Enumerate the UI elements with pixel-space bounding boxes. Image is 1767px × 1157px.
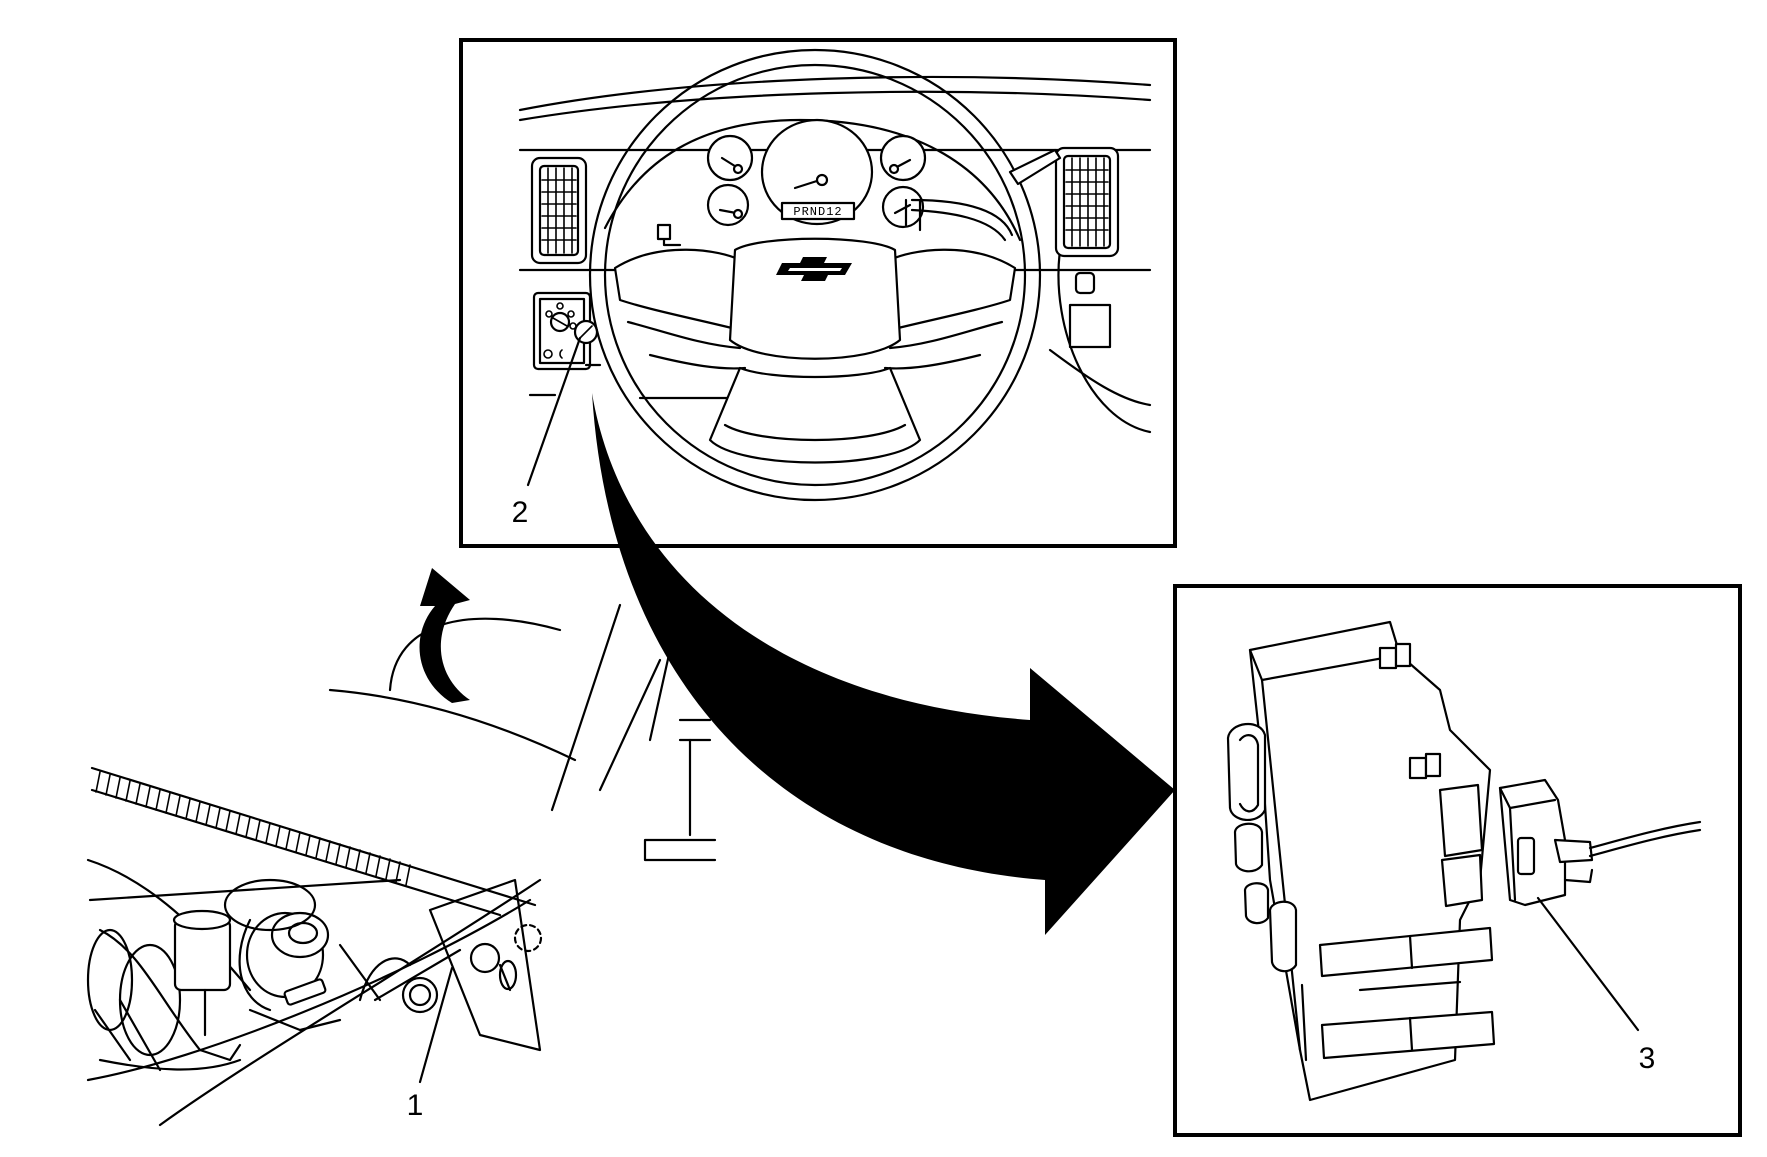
- left-air-vent: [530, 156, 588, 265]
- steering-wheel: PRND12: [588, 48, 1062, 502]
- cluster-electrical-connector: [1498, 778, 1702, 907]
- speedometer-gauge: PRND12: [760, 118, 874, 226]
- curved-arrow-icon: [592, 393, 1175, 935]
- right-gauges: [879, 134, 927, 229]
- instrument-cluster: [1226, 620, 1496, 1102]
- right-panel-button: [1074, 271, 1096, 295]
- cluster-connector-inset: 3: [1173, 584, 1742, 1137]
- bulkhead-grommets: [401, 923, 543, 1014]
- callout-1: 1: [407, 1089, 424, 1122]
- engine-bay-scene: 1: [86, 568, 717, 1127]
- instrument-panel-inset: PRND12: [459, 38, 1177, 548]
- gear-indicator-label: PRND12: [793, 205, 842, 219]
- callout-2: 2: [512, 496, 529, 529]
- callout-leader-3: [1536, 896, 1640, 1032]
- callout-leader-1: [418, 966, 454, 1084]
- left-gauges: [706, 134, 754, 227]
- up-arrow-icon: [419, 568, 470, 703]
- right-panel-switch: [1068, 303, 1112, 349]
- right-air-vent: [1054, 146, 1120, 258]
- callout-leader-2: [526, 336, 582, 487]
- brake-reservoir: [223, 878, 382, 1032]
- callout-3: 3: [1639, 1042, 1656, 1075]
- cowl-vent-grille: [95, 771, 411, 886]
